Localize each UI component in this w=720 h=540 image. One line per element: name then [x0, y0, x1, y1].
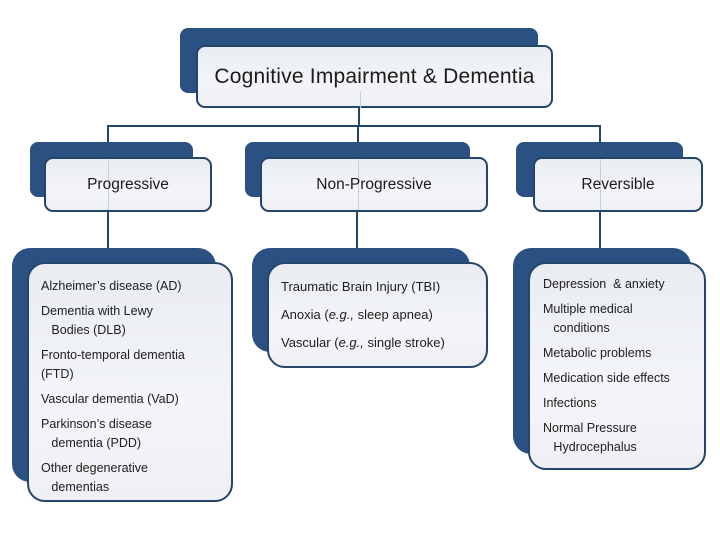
- branch-nonprogressive-box: Non-Progressive: [260, 157, 488, 212]
- list-item: Dementia with Lewy Bodies (DLB): [41, 304, 153, 337]
- list-item: Other degenerative dementias: [41, 461, 149, 494]
- list-item: Infections: [543, 396, 597, 410]
- connector-nonprogressive-up: [357, 126, 359, 143]
- branch-progressive-box: Progressive: [44, 157, 212, 212]
- list-nonprogressive-items: Traumatic Brain Injury (TBI) Anoxia (e.g.…: [281, 277, 478, 352]
- list-item: Traumatic Brain Injury (TBI): [281, 279, 441, 294]
- list-item: Multiple medical conditions: [543, 302, 633, 335]
- list-item: Alzheimer’s disease (AD): [41, 279, 182, 293]
- connector-title-down: [358, 107, 360, 126]
- title-box: Cognitive Impairment & Dementia: [196, 45, 553, 108]
- connector-horizontal: [107, 125, 601, 127]
- branch-progressive-label: Progressive: [87, 175, 169, 193]
- list-progressive-box: Alzheimer’s disease (AD) Dementia with Le…: [27, 262, 233, 502]
- list-item: Depression & anxiety: [543, 277, 665, 291]
- list-item: Vascular dementia (VaD): [41, 392, 179, 406]
- branch-reversible-label: Reversible: [581, 175, 655, 193]
- connector-progressive-down: [107, 210, 109, 249]
- list-progressive-items: Alzheimer’s disease (AD) Dementia with Le…: [41, 277, 225, 497]
- connector-nonprogressive-down: [356, 210, 358, 249]
- connector-faint-progressive: [108, 159, 109, 210]
- branch-nonprogressive-label: Non-Progressive: [316, 175, 432, 193]
- list-item: Medication side effects: [543, 371, 670, 385]
- list-item: Anoxia (e.g., sleep apnea): [281, 307, 433, 322]
- title-label: Cognitive Impairment & Dementia: [214, 64, 535, 88]
- list-item: Metabolic problems: [543, 346, 652, 360]
- list-item: Vascular (e.g., single stroke): [281, 335, 445, 350]
- connector-reversible-up: [599, 126, 601, 143]
- connector-progressive-up: [107, 126, 109, 143]
- list-item: Normal Pressure Hydrocephalus: [543, 421, 637, 454]
- connector-faint-nonprogressive: [358, 159, 359, 210]
- connector-faint-title: [360, 91, 361, 108]
- branch-reversible-box: Reversible: [533, 157, 703, 212]
- connector-faint-reversible: [600, 159, 601, 210]
- list-nonprogressive-box: Traumatic Brain Injury (TBI) Anoxia (e.g.…: [267, 262, 488, 368]
- list-item: Fronto-temporal dementia (FTD): [41, 348, 185, 381]
- connector-reversible-down: [599, 210, 601, 249]
- list-item: Parkinson’s disease dementia (PDD): [41, 417, 152, 450]
